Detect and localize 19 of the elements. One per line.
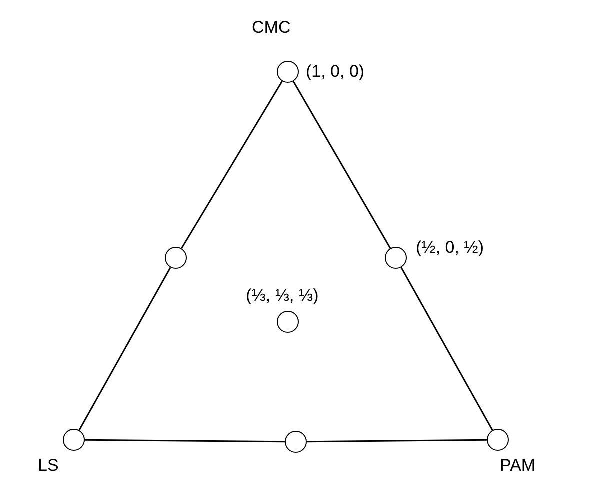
vertex-label: CMC xyxy=(252,18,291,38)
triangle-side-line xyxy=(292,81,392,249)
vertex-label: LS xyxy=(38,456,59,476)
coordinate-label: (⅓, ⅓, ⅓) xyxy=(246,286,319,306)
triangle-side-line xyxy=(78,267,172,431)
triangle-side-line xyxy=(307,439,487,443)
design-point-marker xyxy=(487,429,509,451)
design-point-marker xyxy=(63,429,85,451)
triangle-side-line xyxy=(181,81,283,249)
design-point-marker xyxy=(165,247,187,269)
coordinate-label: (1, 0, 0) xyxy=(306,62,365,82)
design-point-marker xyxy=(277,311,299,333)
triangle-side-line xyxy=(400,267,494,431)
design-point-marker xyxy=(277,61,299,83)
design-point-marker xyxy=(285,431,307,453)
triangle-side-line xyxy=(85,439,285,443)
vertex-label: PAM xyxy=(500,456,536,476)
design-point-marker xyxy=(385,247,407,269)
coordinate-label: (½, 0, ½) xyxy=(416,238,484,258)
